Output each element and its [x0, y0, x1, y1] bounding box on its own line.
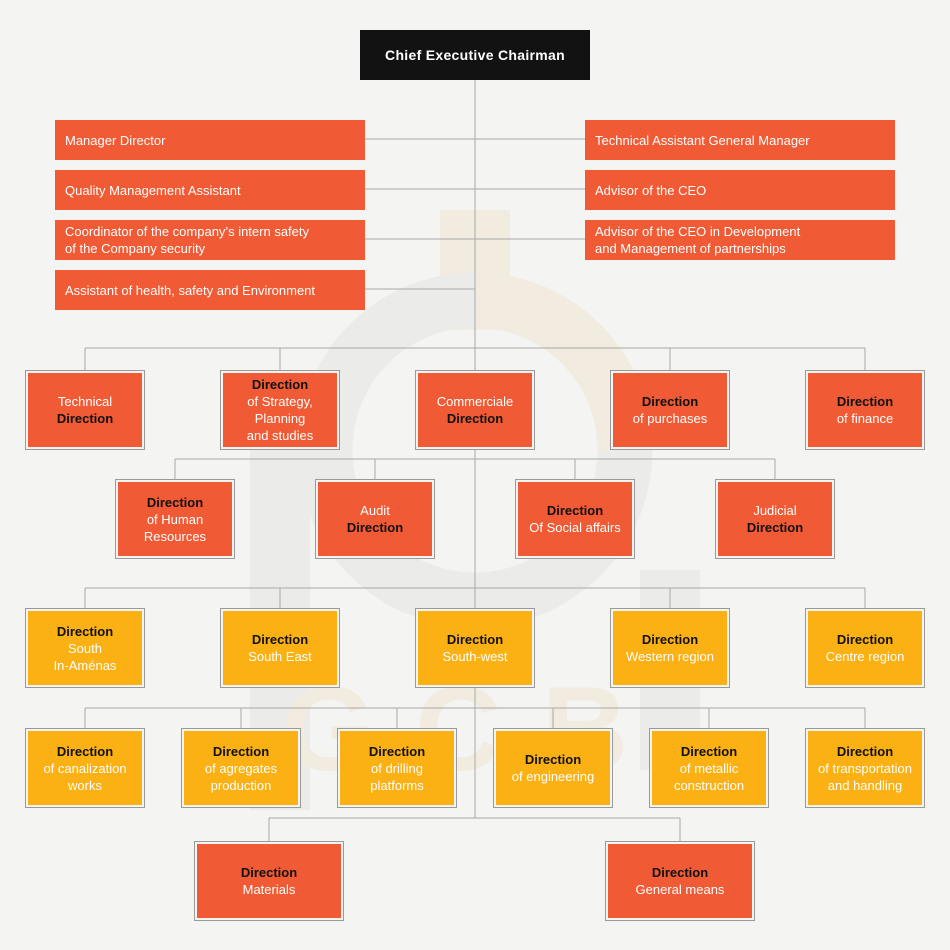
- direction-keyword: Direction: [56, 623, 114, 639]
- direction-label: Materials: [242, 882, 296, 897]
- direction-label: production: [210, 777, 272, 793]
- staff-box-left-3: Coordinator of the company’s intern safe…: [55, 220, 365, 260]
- staff-label: Advisor of the CEO in Development: [595, 224, 801, 239]
- direction-label: Resources: [143, 528, 207, 544]
- staff-label: Manager Director: [65, 132, 166, 148]
- direction-label: of finance: [836, 411, 894, 426]
- direction-label: and handling: [827, 777, 903, 793]
- direction-label: Western region: [626, 649, 714, 664]
- direction-keyword: Direction: [524, 752, 582, 767]
- direction-keyword: Direction: [836, 632, 894, 647]
- direction-label: and studies: [246, 428, 314, 443]
- direction-label: In-Aménas: [53, 657, 117, 673]
- direction-label: of drilling: [370, 760, 424, 776]
- direction-box-row1-2: Direction of Strategy, Planning and studies: [220, 370, 340, 450]
- staff-box-left-2: Quality Management Assistant: [55, 170, 365, 210]
- direction-label: General means: [635, 882, 725, 897]
- direction-label: of metallic: [679, 760, 739, 776]
- direction-label: of canalization: [43, 760, 127, 776]
- direction-keyword: Direction: [146, 494, 204, 510]
- direction-label: construction: [673, 777, 745, 793]
- direction-keyword: Direction: [641, 632, 699, 647]
- direction-keyword: Direction: [836, 743, 894, 759]
- staff-box-right-2: Advisor of the CEO: [585, 170, 895, 210]
- direction-keyword: Direction: [251, 632, 309, 647]
- direction-label: Centre region: [825, 649, 905, 664]
- direction-label: of Strategy,: [247, 394, 313, 409]
- staff-label: Advisor of the CEO: [595, 182, 707, 198]
- ceo-box: Chief Executive Chairman: [360, 30, 590, 80]
- direction-label: Audit: [360, 503, 390, 518]
- direction-keyword: Direction: [251, 377, 309, 392]
- direction-keyword: Direction: [836, 394, 894, 409]
- staff-label: Coordinator of the company’s intern safe…: [65, 224, 310, 239]
- direction-label: South: [68, 640, 102, 656]
- direction-label: works: [68, 777, 102, 793]
- direction-keyword: Direction: [368, 743, 426, 759]
- staff-label: Technical Assistant General Manager: [595, 132, 810, 148]
- direction-keyword: Direction: [240, 865, 298, 880]
- direction-keyword: Direction: [641, 394, 699, 409]
- direction-keyword: Direction: [346, 520, 404, 535]
- direction-label: Planning: [254, 411, 306, 426]
- direction-label: platforms: [370, 777, 424, 793]
- direction-keyword: Direction: [746, 520, 804, 535]
- direction-keyword: Direction: [680, 743, 738, 759]
- direction-keyword: Direction: [446, 411, 504, 426]
- direction-box-row1-5: Direction of finance: [805, 370, 925, 450]
- ceo-label: Chief Executive Chairman: [385, 47, 565, 63]
- direction-keyword: Direction: [212, 743, 270, 759]
- direction-label: South East: [248, 649, 312, 664]
- direction-label: South-west: [442, 649, 508, 664]
- direction-label: of purchases: [632, 411, 708, 426]
- direction-label: Judicial: [753, 503, 797, 518]
- direction-keyword: Direction: [651, 865, 709, 880]
- direction-label: Of Social affairs: [529, 520, 621, 535]
- direction-keyword: Direction: [56, 743, 114, 759]
- direction-label: of transportation: [818, 760, 912, 776]
- direction-label: of engineering: [511, 769, 595, 784]
- staff-label: Quality Management Assistant: [65, 182, 241, 198]
- direction-box-row4-4: Direction of engineering: [493, 728, 613, 808]
- staff-label: and Management of partnerships: [595, 241, 786, 256]
- staff-label: Assistant of health, safety and Environm…: [65, 282, 316, 298]
- staff-label: of the Company security: [65, 241, 206, 256]
- direction-keyword: Direction: [56, 411, 114, 426]
- direction-keyword: Direction: [446, 632, 504, 647]
- direction-box-row2-3: Direction Of Social affairs: [515, 479, 635, 559]
- direction-keyword: Direction: [546, 503, 604, 518]
- direction-label: Commerciale: [436, 394, 514, 409]
- direction-label: of Human: [146, 511, 204, 527]
- direction-box-row1-4: Direction of purchases: [610, 370, 730, 450]
- staff-box-left-4: Assistant of health, safety and Environm…: [55, 270, 365, 310]
- direction-label: Technical: [57, 394, 113, 409]
- staff-box-left-1: Manager Director: [55, 120, 365, 160]
- staff-box-right-3: Advisor of the CEO in Development and Man…: [585, 220, 895, 260]
- direction-label: of agregates: [204, 760, 278, 776]
- staff-box-right-1: Technical Assistant General Manager: [585, 120, 895, 160]
